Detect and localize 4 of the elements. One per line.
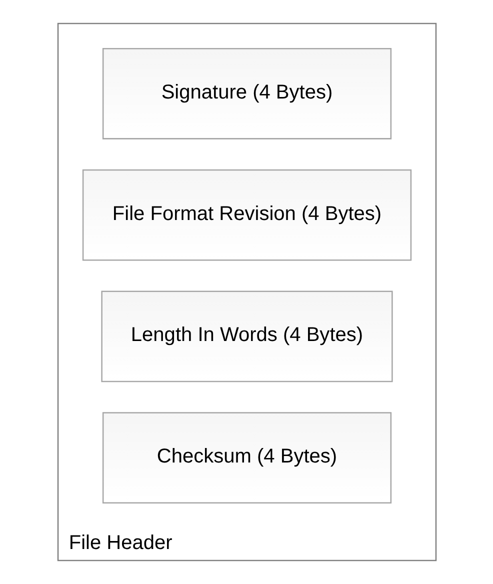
node-box: File Format Revision (4 Bytes) xyxy=(82,169,412,261)
node-box: Length In Words (4 Bytes) xyxy=(100,290,392,382)
node-box: Signature (4 Bytes) xyxy=(102,48,392,140)
node-box: Checksum (4 Bytes) xyxy=(102,412,392,504)
